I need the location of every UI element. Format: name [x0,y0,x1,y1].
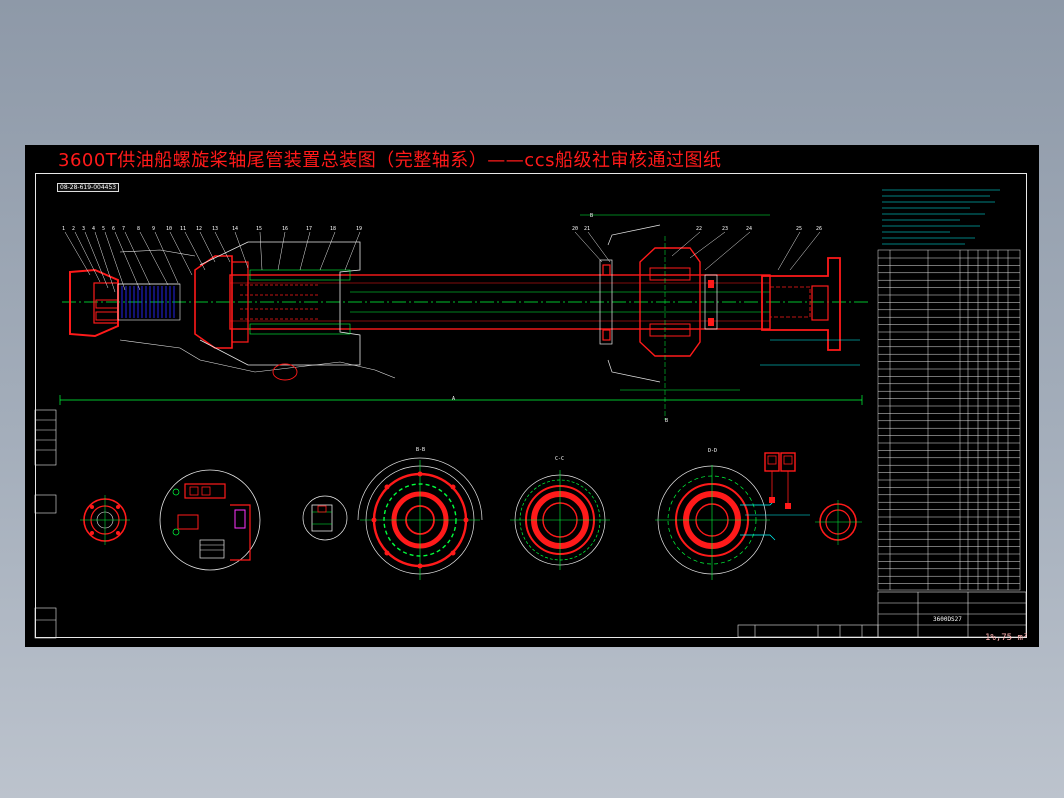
svg-text:6: 6 [112,226,115,232]
svg-text:17: 17 [306,226,312,232]
overall-length-dimension-marker: A [452,396,455,402]
svg-text:12: 12 [196,226,202,232]
svg-text:2: 2 [72,226,75,232]
left-margin-strip [34,409,57,639]
drawing-title: 3600T供油船螺旋桨轴尾管装置总装图（完整轴系）——ccs船级社审核通过图纸 [58,150,722,171]
title-block [737,591,1027,638]
boss-hatch [121,286,175,318]
svg-text:11: 11 [180,226,186,232]
sheet-frame [35,173,1027,638]
detail-view-right-ring [815,500,862,545]
detail-view-1 [80,495,130,545]
svg-text:7: 7 [122,226,125,232]
svg-text:20: 20 [572,226,578,232]
svg-text:16: 16 [282,226,288,232]
svg-text:14: 14 [232,226,238,232]
scale-label: 1%,75 m² [985,633,1029,643]
parts-list-rows [878,257,1020,584]
section-marker-b-top: B [590,213,593,219]
svg-text:3: 3 [82,226,85,232]
section-b-b-view: B-B [357,447,483,580]
svg-text:25: 25 [796,226,802,232]
svg-text:26: 26 [816,226,822,232]
svg-text:13: 13 [212,226,218,232]
drawing-number: 3600DS27 [933,616,962,623]
section-b-b-label: B-B [416,447,425,453]
svg-text:10: 10 [166,226,172,232]
section-c-c-view: C-C [510,456,610,570]
section-marker-b-bottom: B [665,418,668,424]
svg-text:9: 9 [152,226,155,232]
section-d-d-label: D-D [708,448,717,454]
svg-text:4: 4 [92,226,95,232]
svg-text:5: 5 [102,226,105,232]
technical-notes-block [882,189,1000,245]
svg-text:19: 19 [356,226,362,232]
parts-list-table [877,249,1021,591]
svg-text:8: 8 [137,226,140,232]
svg-text:18: 18 [330,226,336,232]
svg-text:15: 15 [256,226,262,232]
svg-text:1: 1 [62,226,65,232]
svg-text:21: 21 [584,226,590,232]
section-d-d-view: D-D [655,448,810,580]
cad-drawing-canvas [25,145,1039,647]
svg-text:24: 24 [746,226,752,232]
svg-text:23: 23 [722,226,728,232]
detail-view-2 [159,469,261,571]
svg-text:22: 22 [696,226,702,232]
section-c-c-label: C-C [555,456,564,462]
detail-view-3 [302,495,348,541]
sheet-code-label: 08-28-619-004453 [57,183,120,192]
